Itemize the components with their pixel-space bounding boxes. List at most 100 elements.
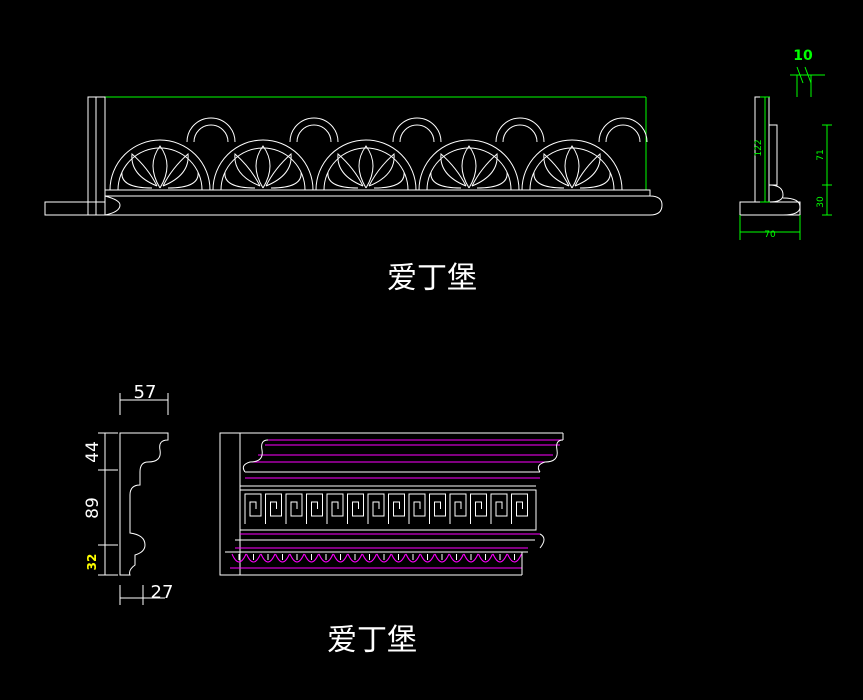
- small-arch: [392, 117, 442, 143]
- lotus-petal: [368, 152, 395, 187]
- egg-shape: [246, 553, 261, 563]
- side-dim-width: 70: [764, 230, 776, 240]
- egg-shape: [492, 553, 508, 563]
- lotus-petal: [265, 152, 292, 187]
- arch-inner: [117, 147, 203, 191]
- egg-shape: [478, 553, 493, 563]
- arch-outer: [521, 139, 623, 191]
- small-arch: [296, 124, 332, 143]
- profile-dim-h3: 32: [85, 554, 99, 571]
- small-arch: [193, 124, 229, 143]
- cornice-profile: [119, 432, 169, 576]
- greek-key-unit: [490, 493, 508, 524]
- egg-shape: [362, 553, 377, 563]
- egg-shape: [275, 553, 290, 563]
- side-dim-top: 10: [793, 48, 813, 64]
- arch-inner: [323, 147, 409, 191]
- side-section: [739, 96, 801, 216]
- small-arch: [186, 117, 236, 143]
- bottom-title: 爱丁堡: [327, 623, 417, 658]
- lotus-petal: [574, 152, 601, 187]
- arch-outer: [315, 139, 417, 191]
- lotus-leaf: [327, 171, 359, 189]
- small-arch: [495, 117, 545, 143]
- lotus-leaf: [373, 171, 405, 189]
- top-elevation: [44, 96, 663, 216]
- greek-key-unit: [408, 493, 426, 524]
- small-arch: [399, 124, 435, 143]
- small-arch: [502, 124, 538, 143]
- lotus-petal: [471, 152, 498, 187]
- egg-shape: [434, 553, 450, 563]
- lotus-leaf: [270, 171, 302, 189]
- side-dim-height: 122: [754, 139, 764, 156]
- arch-outer: [212, 139, 314, 191]
- side-dimensions: [739, 66, 832, 240]
- egg-shape: [231, 553, 247, 563]
- greek-key-unit: [511, 493, 528, 524]
- egg-shape: [304, 553, 319, 563]
- arch-inner: [426, 147, 512, 191]
- greek-key-unit: [285, 493, 303, 524]
- small-arch: [289, 117, 339, 143]
- lotus-petal: [152, 145, 168, 189]
- side-dim-lower: 30: [816, 196, 826, 208]
- lotus-petal: [440, 152, 467, 187]
- greek-key-unit: [429, 493, 446, 524]
- greek-key-unit: [367, 493, 385, 524]
- lotus-arch-pattern: [109, 117, 648, 191]
- lotus-leaf: [167, 171, 199, 189]
- profile-dim-bottom: 27: [151, 582, 174, 603]
- greek-key-unit: [265, 493, 282, 524]
- egg-shape: [420, 553, 435, 563]
- lotus-leaf: [533, 171, 565, 189]
- egg-shape: [289, 553, 305, 563]
- lotus-petal: [564, 145, 580, 189]
- egg-shape: [405, 553, 421, 563]
- greek-key-unit: [244, 493, 262, 524]
- arch-outer: [418, 139, 520, 191]
- egg-shape: [260, 553, 276, 563]
- profile-dim-h2: 89: [83, 497, 103, 519]
- lotus-petal: [234, 152, 261, 187]
- egg-shape: [463, 553, 479, 563]
- small-arch: [605, 124, 641, 143]
- egg-shape: [391, 553, 406, 563]
- egg-shape: [449, 553, 464, 563]
- lotus-petal: [358, 145, 374, 189]
- egg-shape: [376, 553, 392, 563]
- greek-key-unit: [449, 493, 467, 524]
- arch-outer: [109, 139, 211, 191]
- lotus-petal: [461, 145, 477, 189]
- greek-key-unit: [347, 493, 364, 524]
- lotus-petal: [337, 152, 364, 187]
- cornice-elevation: [219, 432, 564, 576]
- lotus-leaf: [224, 171, 256, 189]
- greek-key-unit: [388, 493, 405, 524]
- egg-dart-band: [231, 553, 522, 563]
- egg-shape: [318, 553, 334, 563]
- top-title: 爱丁堡: [387, 261, 477, 296]
- lotus-petal: [543, 152, 570, 187]
- small-arch: [598, 117, 648, 143]
- egg-shape: [507, 553, 522, 563]
- greek-key-unit: [306, 493, 323, 524]
- egg-shape: [347, 553, 363, 563]
- arch-inner: [529, 147, 615, 191]
- lotus-leaf: [579, 171, 611, 189]
- arch-inner: [220, 147, 306, 191]
- lotus-leaf: [430, 171, 462, 189]
- lotus-leaf: [476, 171, 508, 189]
- profile-dimensions: [98, 393, 169, 605]
- greek-key-band: [244, 493, 528, 524]
- lotus-petal: [162, 152, 189, 187]
- profile-dim-h1: 44: [83, 441, 103, 463]
- lotus-leaf: [121, 171, 153, 189]
- lotus-petal: [255, 145, 271, 189]
- greek-key-unit: [470, 493, 487, 524]
- side-dim-upper: 71: [816, 149, 826, 160]
- egg-shape: [333, 553, 348, 563]
- lotus-petal: [131, 152, 158, 187]
- greek-key-unit: [326, 493, 344, 524]
